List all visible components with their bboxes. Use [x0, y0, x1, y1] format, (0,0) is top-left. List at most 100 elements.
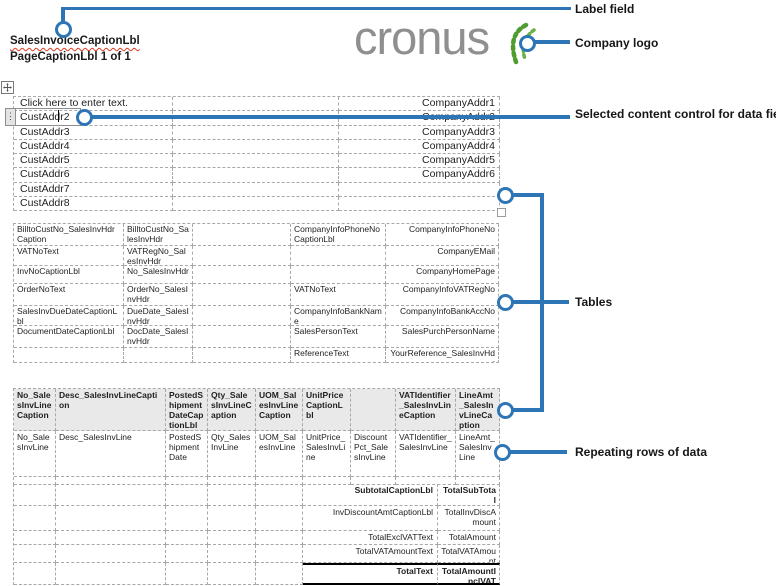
column-header-cell[interactable]: VATIdentifier_SalesInvLineCaption: [396, 389, 456, 431]
total-amount-cell[interactable]: TotalAmountInclVAT: [438, 563, 500, 585]
field-cell[interactable]: CustAddr7: [14, 182, 173, 198]
field-cell[interactable]: CustAddr5: [14, 154, 173, 169]
field-cell[interactable]: CompanyAddr5: [339, 154, 500, 169]
callout-circle: [497, 402, 514, 419]
company-logo[interactable]: cronus: [354, 13, 536, 65]
field-cell[interactable]: CompanyAddr4: [339, 139, 500, 155]
table-cell-empty: [166, 506, 208, 531]
table-cell-empty: [14, 348, 124, 363]
repeating-row-cell[interactable]: Desc_SalesInvLine: [56, 431, 166, 477]
page-caption-label[interactable]: PageCaptionLbl 1 of 1: [10, 51, 131, 63]
field-cell[interactable]: SalesPersonText: [291, 326, 386, 348]
total-caption-cell[interactable]: SubtotalCaptionLbl: [303, 484, 438, 506]
table-cell-empty: [256, 477, 303, 485]
field-cell[interactable]: VATNoText: [291, 284, 386, 306]
repeating-row-cell[interactable]: No_SalesInvLine: [14, 431, 56, 477]
total-caption-cell[interactable]: InvDiscountAmtCaptionLbl: [303, 506, 438, 531]
callout-line: [533, 40, 570, 44]
invoice-lines-table: No_SalesInvLineCaption Desc_SalesInvLine…: [13, 388, 500, 485]
table-cell-empty: [208, 506, 256, 531]
repeating-row-cell[interactable]: UOM_SalesInvLine: [256, 431, 303, 477]
table-cell-empty: [256, 563, 303, 585]
field-cell[interactable]: SalesInvDueDateCaptionLbl: [14, 306, 124, 326]
table-cell-empty: [166, 531, 208, 545]
field-cell[interactable]: ReferenceText: [291, 348, 386, 363]
total-caption-cell[interactable]: TotalText: [303, 563, 438, 585]
field-cell[interactable]: CustAddr8: [14, 197, 173, 212]
field-cell[interactable]: OrderNo_SalesInvHdr: [124, 284, 193, 306]
placeholder-cell[interactable]: Click here to enter text.: [14, 97, 173, 112]
column-header-cell[interactable]: PostedShipmentDateCaptionLbl: [166, 389, 208, 431]
repeating-row-cell[interactable]: PostedShipmentDate: [166, 431, 208, 477]
field-cell[interactable]: DocDate_SalesInvHdr: [124, 326, 193, 348]
field-cell[interactable]: CustAddr3: [14, 125, 173, 140]
table-cell-empty: [208, 563, 256, 585]
total-caption-cell[interactable]: TotalExclVATText: [303, 531, 438, 545]
field-cell[interactable]: OrderNoText: [14, 284, 124, 306]
field-cell[interactable]: CompanyEMail: [386, 246, 499, 266]
field-cell[interactable]: CompanyInfoPhoneNoCaptionLbl: [291, 224, 386, 246]
field-cell[interactable]: VATNoText: [14, 246, 124, 266]
table-cell-empty: [193, 348, 291, 363]
field-cell[interactable]: BilltoCustNo_SalesInvHdr: [124, 224, 193, 246]
field-cell[interactable]: BilltoCustNo_SalesInvHdrCaption: [14, 224, 124, 246]
column-header-cell[interactable]: UnitPriceCaptionLbl: [303, 389, 351, 431]
callout-circle: [497, 294, 514, 311]
selected-content-control[interactable]: [13, 108, 81, 126]
field-cell[interactable]: VATRegNo_SalesInvHdr: [124, 246, 193, 266]
field-cell[interactable]: CompanyInfoPhoneNo: [386, 224, 499, 246]
callout-line: [509, 408, 544, 412]
field-cell[interactable]: InvNoCaptionLbl: [14, 266, 124, 284]
field-cell[interactable]: SalesPurchPersonName: [386, 326, 499, 348]
total-caption-cell[interactable]: TotalVATAmountText: [303, 545, 438, 563]
sales-invoice-caption-label[interactable]: SalesInvoiceCaptionLbl: [10, 35, 140, 47]
table-cell-empty: [173, 197, 339, 212]
table-cell-empty: [339, 182, 500, 198]
table-cell-empty: [173, 139, 339, 155]
total-amount-cell[interactable]: TotalSubTotal: [438, 484, 500, 506]
column-header-cell[interactable]: Desc_SalesInvLineCaption: [56, 389, 166, 431]
callout-label-repeating-rows: Repeating rows of data: [575, 445, 708, 459]
content-control-drag-handle-icon[interactable]: ⋮: [5, 108, 16, 126]
repeating-row-cell[interactable]: VATIdentifier_SalesInvLine: [396, 431, 456, 477]
field-cell[interactable]: DocumentDateCaptionLbl: [14, 326, 124, 348]
table-cell-empty: [56, 484, 166, 506]
total-amount-cell[interactable]: TotalAmount: [438, 531, 500, 545]
table-cell-empty: [14, 506, 56, 531]
field-cell[interactable]: YourReference_SalesInvHdr: [386, 348, 499, 363]
field-cell[interactable]: CompanyAddr3: [339, 125, 500, 140]
table-move-handle-icon[interactable]: [1, 81, 14, 94]
field-cell[interactable]: CompanyInfoBankName: [291, 306, 386, 326]
field-cell[interactable]: CompanyAddr1: [339, 97, 500, 112]
repeating-row-cell[interactable]: DiscountPct_SalesInvLine: [351, 431, 396, 477]
repeating-row-cell[interactable]: UnitPrice_SalesInvLine: [303, 431, 351, 477]
total-amount-cell[interactable]: TotalVATAmount: [438, 545, 500, 563]
column-header-cell[interactable]: Qty_SalesInvLineCaption: [208, 389, 256, 431]
field-cell[interactable]: DueDate_SalesInvHdr: [124, 306, 193, 326]
field-cell[interactable]: CustAddr4: [14, 139, 173, 155]
callout-line: [508, 450, 567, 454]
table-cell-empty: [193, 284, 291, 306]
table-cell-empty: [291, 246, 386, 266]
table-cell-empty: [208, 484, 256, 506]
table-cell-empty: [256, 506, 303, 531]
callout-label-tables: Tables: [575, 295, 613, 309]
column-header-cell[interactable]: UOM_SalesInvLineCaption: [256, 389, 303, 431]
callout-line: [61, 8, 65, 23]
total-amount-cell[interactable]: TotalInvDiscAmount: [438, 506, 500, 531]
field-cell[interactable]: CompanyHomePage: [386, 266, 499, 284]
field-cell[interactable]: CompanyInfoBankAccNo: [386, 306, 499, 326]
field-cell[interactable]: CustAddr6: [14, 168, 173, 183]
repeating-row-cell[interactable]: Qty_SalesInvLine: [208, 431, 256, 477]
table-cell-empty: [339, 197, 500, 212]
field-cell[interactable]: CompanyInfoVATRegNo: [386, 284, 499, 306]
callout-circle: [497, 187, 514, 204]
table-cell-empty: [256, 545, 303, 563]
table-cell-empty: [193, 266, 291, 284]
field-cell[interactable]: CompanyAddr6: [339, 168, 500, 183]
column-header-cell[interactable]: No_SalesInvLineCaption: [14, 389, 56, 431]
column-header-cell[interactable]: LineAmt_SalesInvLineCaption: [456, 389, 500, 431]
text-cursor: [58, 110, 59, 122]
table-resize-handle[interactable]: [497, 208, 506, 217]
field-cell[interactable]: No_SalesInvHdr: [124, 266, 193, 284]
